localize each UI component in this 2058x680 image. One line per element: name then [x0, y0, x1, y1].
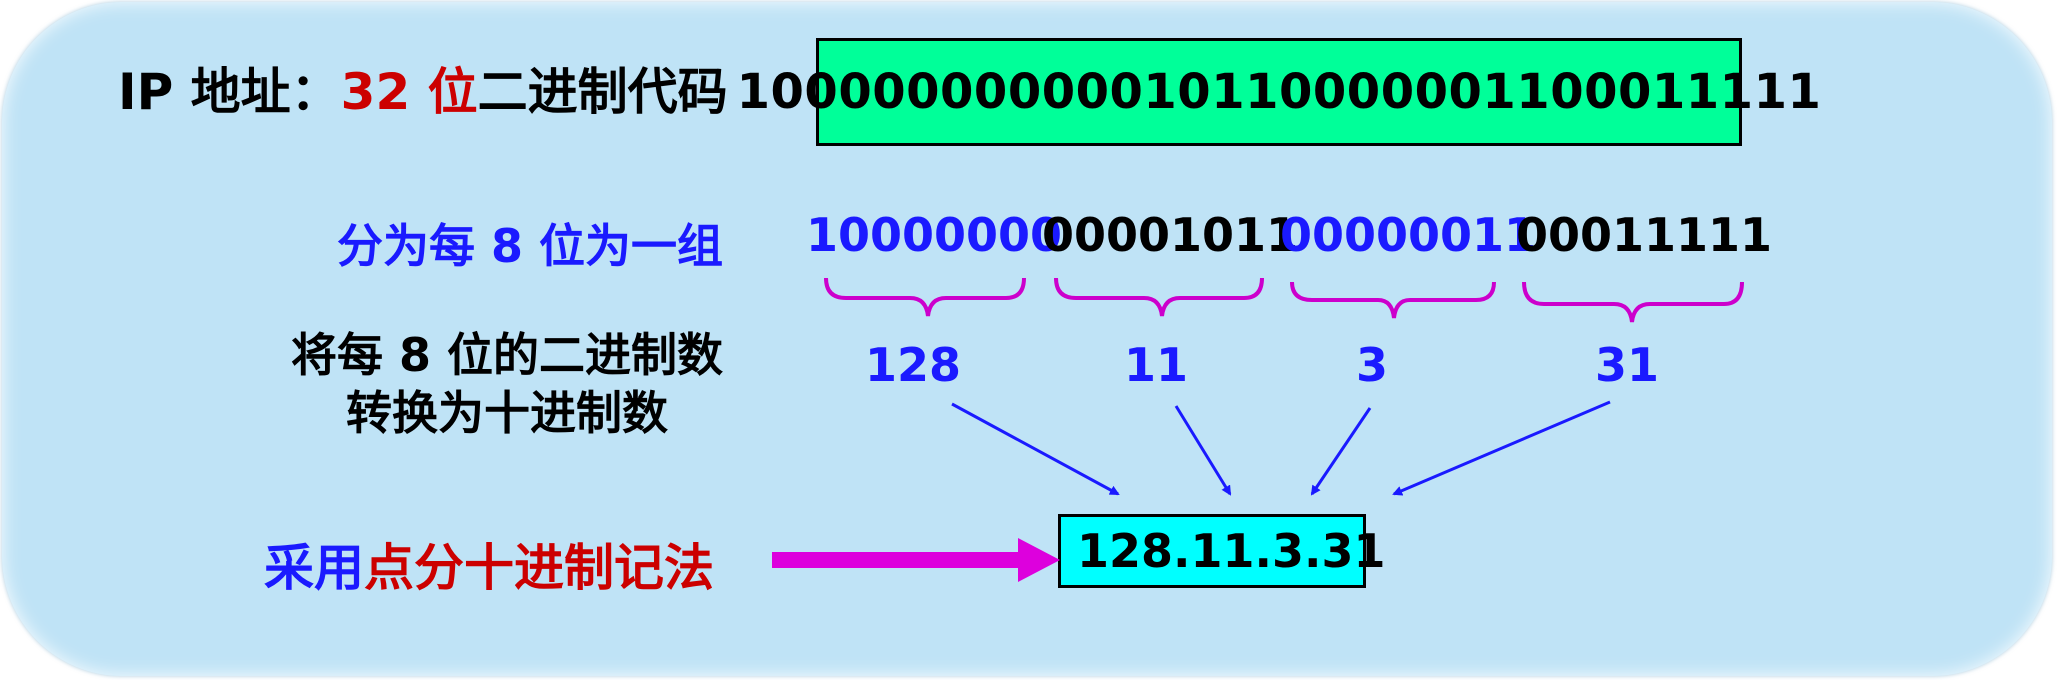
byte-group-3: 00000011: [1280, 208, 1537, 262]
dotted-decimal-result-box: 128.11.3.31: [1058, 514, 1385, 588]
method-prefix: 采用: [264, 539, 364, 597]
byte-group-1: 10000000: [806, 208, 1063, 262]
convert-label: 将每 8 位的二进制数 转换为十进制数: [291, 326, 723, 442]
group-label: 分为每 8 位为一组: [336, 219, 723, 273]
convert-label-line2: 转换为十进制数: [345, 386, 668, 440]
method-highlight: 点分十进制记法: [364, 539, 714, 597]
decimal-value-1: 128: [864, 338, 962, 392]
arrow-2: [1174, 405, 1232, 496]
brace-1: [824, 277, 1026, 317]
notation-method-label: 采用点分十进制记法: [264, 528, 714, 600]
brace-2: [1054, 277, 1264, 317]
brace-3: [1290, 281, 1496, 319]
title-highlight: 32 位: [340, 63, 478, 121]
brace-4: [1522, 281, 1744, 323]
arrow-1: [951, 402, 1120, 496]
title-suffix: 二进制代码: [477, 63, 728, 121]
arrow-3: [1310, 407, 1372, 496]
binary-code-box: 10000000000010110000001100011111: [737, 38, 1821, 146]
convert-label-line1: 将每 8 位的二进制数: [290, 328, 723, 382]
byte-group-4: 00011111: [1516, 208, 1773, 262]
decimal-value-2: 11: [1123, 338, 1188, 392]
arrow-4: [1392, 400, 1611, 496]
ip-address-title: IP 地址：32 位二进制代码: [118, 52, 728, 124]
decimal-value-4: 31: [1594, 338, 1659, 392]
byte-group-2: 00001011: [1042, 208, 1299, 262]
title-prefix: IP 地址：: [118, 63, 341, 121]
method-arrow: [772, 538, 1060, 582]
decimal-value-3: 3: [1355, 338, 1388, 392]
